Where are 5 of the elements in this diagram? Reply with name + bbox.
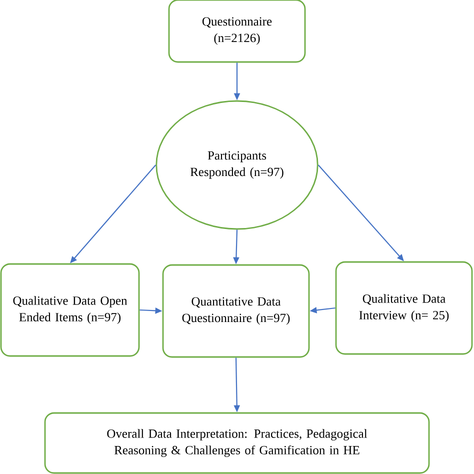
process-box: Qualitative Data Open Ended Items (n=97): [0, 263, 140, 357]
process-box: Quantitative Data Questionnaire (n=97): [162, 264, 310, 358]
process-box: Qualitative Data Interview (n= 25): [335, 261, 473, 355]
process-box: Questionnaire (n=2126): [168, 0, 306, 63]
process-box: Overall Data Interpretation: Practices, Pedagogical Reasoning & Challenges of Gamification in HE: [44, 412, 430, 474]
